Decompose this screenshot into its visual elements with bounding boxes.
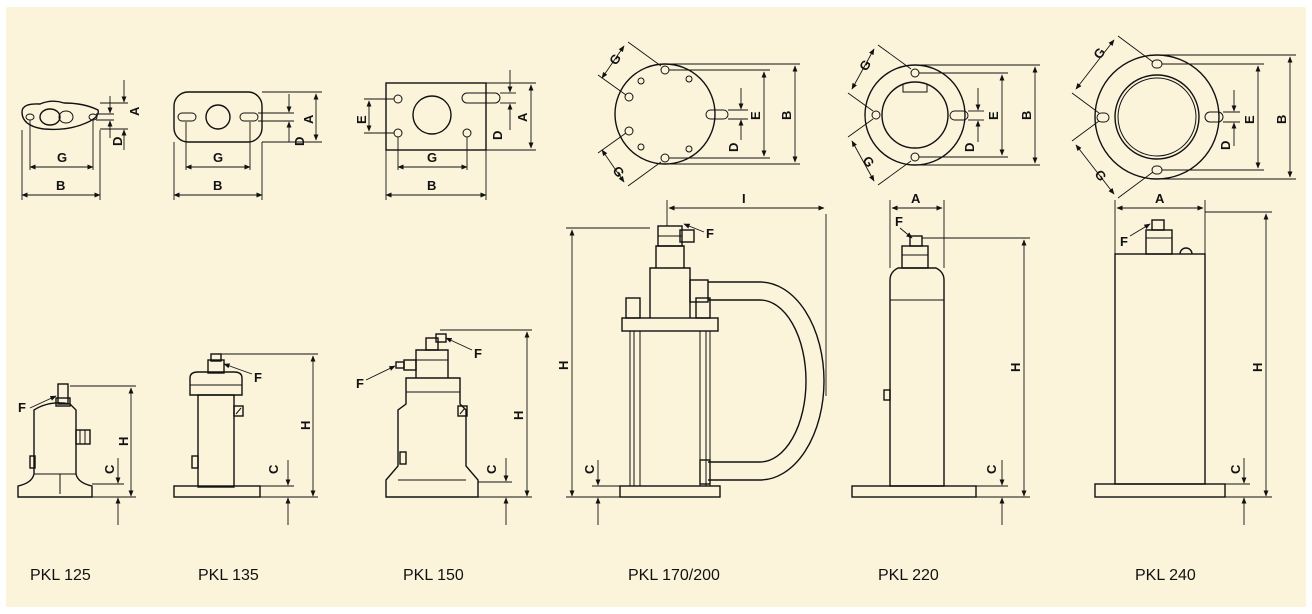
pkl-135-caption: PKL 135 — [198, 567, 259, 584]
pkl-240-label-e: E — [1242, 115, 1257, 124]
pkl-220-label-f: F — [895, 214, 903, 229]
pkl-170-200-side-view: H C I F — [556, 191, 827, 525]
pkl-125-label-f: F — [18, 400, 26, 415]
pkl-220-label-a: A — [911, 191, 921, 206]
pkl-125-label-h: H — [116, 437, 131, 446]
pkl-150-label-h: H — [511, 411, 526, 420]
pkl-135-top-view: G B A D — [173, 91, 322, 200]
pkl-150-label-f-lower: F — [356, 376, 364, 391]
pkl-240-label-g-lower: G — [1092, 167, 1110, 184]
pkl-220-top-view: G G D E B — [847, 44, 1040, 186]
pkl-135-label-b: B — [213, 178, 222, 193]
pkl-170-200-top-view: G G D E B — [597, 41, 800, 187]
pkl-170-200-caption: PKL 170/200 — [628, 567, 720, 584]
pkl-125-label-b: B — [56, 178, 65, 193]
pkl-240-label-b: B — [1274, 115, 1289, 124]
pkl-125-top-view: G B A D — [21, 80, 142, 200]
pkl-170-200-label-g-lower: G — [610, 163, 628, 180]
pkl-150-label-g: G — [427, 150, 437, 165]
pkl-240-label-f: F — [1120, 234, 1128, 249]
pkl-170-200-label-f: F — [706, 226, 714, 241]
pkl-150-caption: PKL 150 — [403, 567, 464, 584]
pkl-170-200-label-e: E — [748, 111, 763, 120]
drawing-panel — [6, 7, 1306, 607]
pkl-240-label-h: H — [1250, 363, 1265, 372]
pkl-135-label-a: A — [301, 114, 316, 124]
pkl-150-label-e: E — [354, 115, 369, 124]
pkl-220-label-b: B — [1019, 111, 1034, 120]
pkl-170-200-label-i: I — [742, 191, 746, 206]
pkl-125-label-g: G — [57, 150, 67, 165]
pkl-125-label-c: C — [102, 464, 117, 474]
pkl-125-label-d: D — [110, 137, 125, 146]
pkl-220-label-d: D — [962, 143, 977, 152]
pkl-135-label-c: C — [266, 464, 281, 474]
pkl-220-label-g-lower: G — [860, 153, 878, 170]
pkl-170-200-label-b: B — [779, 111, 794, 120]
pkl-220-caption: PKL 220 — [878, 567, 939, 584]
pkl-170-200-label-h: H — [556, 361, 571, 370]
pkl-125-caption: PKL 125 — [30, 567, 91, 584]
pkl-135-label-g: G — [213, 150, 223, 165]
pkl-150-top-view: G B E A D — [354, 70, 536, 200]
pkl-170-200-label-g-upper: G — [606, 51, 624, 68]
pkl-150-label-a: A — [515, 112, 530, 122]
pkl-135-side-view: F H C — [173, 353, 318, 525]
pkl-240-caption: PKL 240 — [1135, 567, 1196, 584]
pkl-220-label-c: C — [984, 464, 999, 474]
pkl-170-200-label-c: C — [582, 464, 597, 474]
pkl-125-label-a: A — [127, 106, 142, 116]
pkl-135-label-d: D — [292, 137, 307, 146]
pkl-220-label-g-upper: G — [856, 57, 874, 74]
pkl-125-side-view: F H C — [17, 383, 136, 525]
pkl-240-label-d: D — [1218, 141, 1233, 150]
pkl-240-side-view: A F H C — [1094, 191, 1272, 525]
pkl-150-label-d: D — [490, 131, 505, 140]
pkl-170-200-label-d: D — [726, 143, 741, 152]
pkl-135-label-h: H — [298, 421, 313, 430]
pkl-150-side-view: F F H C — [356, 329, 532, 525]
pkl-240-label-c: C — [1228, 464, 1243, 474]
pkl-220-label-h: H — [1008, 363, 1023, 372]
pkl-220-side-view: A F H C — [851, 191, 1030, 525]
pkl-220-label-e: E — [986, 111, 1001, 120]
pkl-240-label-g-upper: G — [1090, 45, 1108, 62]
pkl-240-top-view: G G D E B — [1071, 35, 1296, 199]
pkl-150-label-f-upper: F — [474, 346, 482, 361]
pkl-150-label-b: B — [427, 178, 436, 193]
pkl-240-label-a: A — [1155, 191, 1165, 206]
pkl-150-label-c: C — [484, 464, 499, 474]
pkl-135-label-f: F — [254, 370, 262, 385]
